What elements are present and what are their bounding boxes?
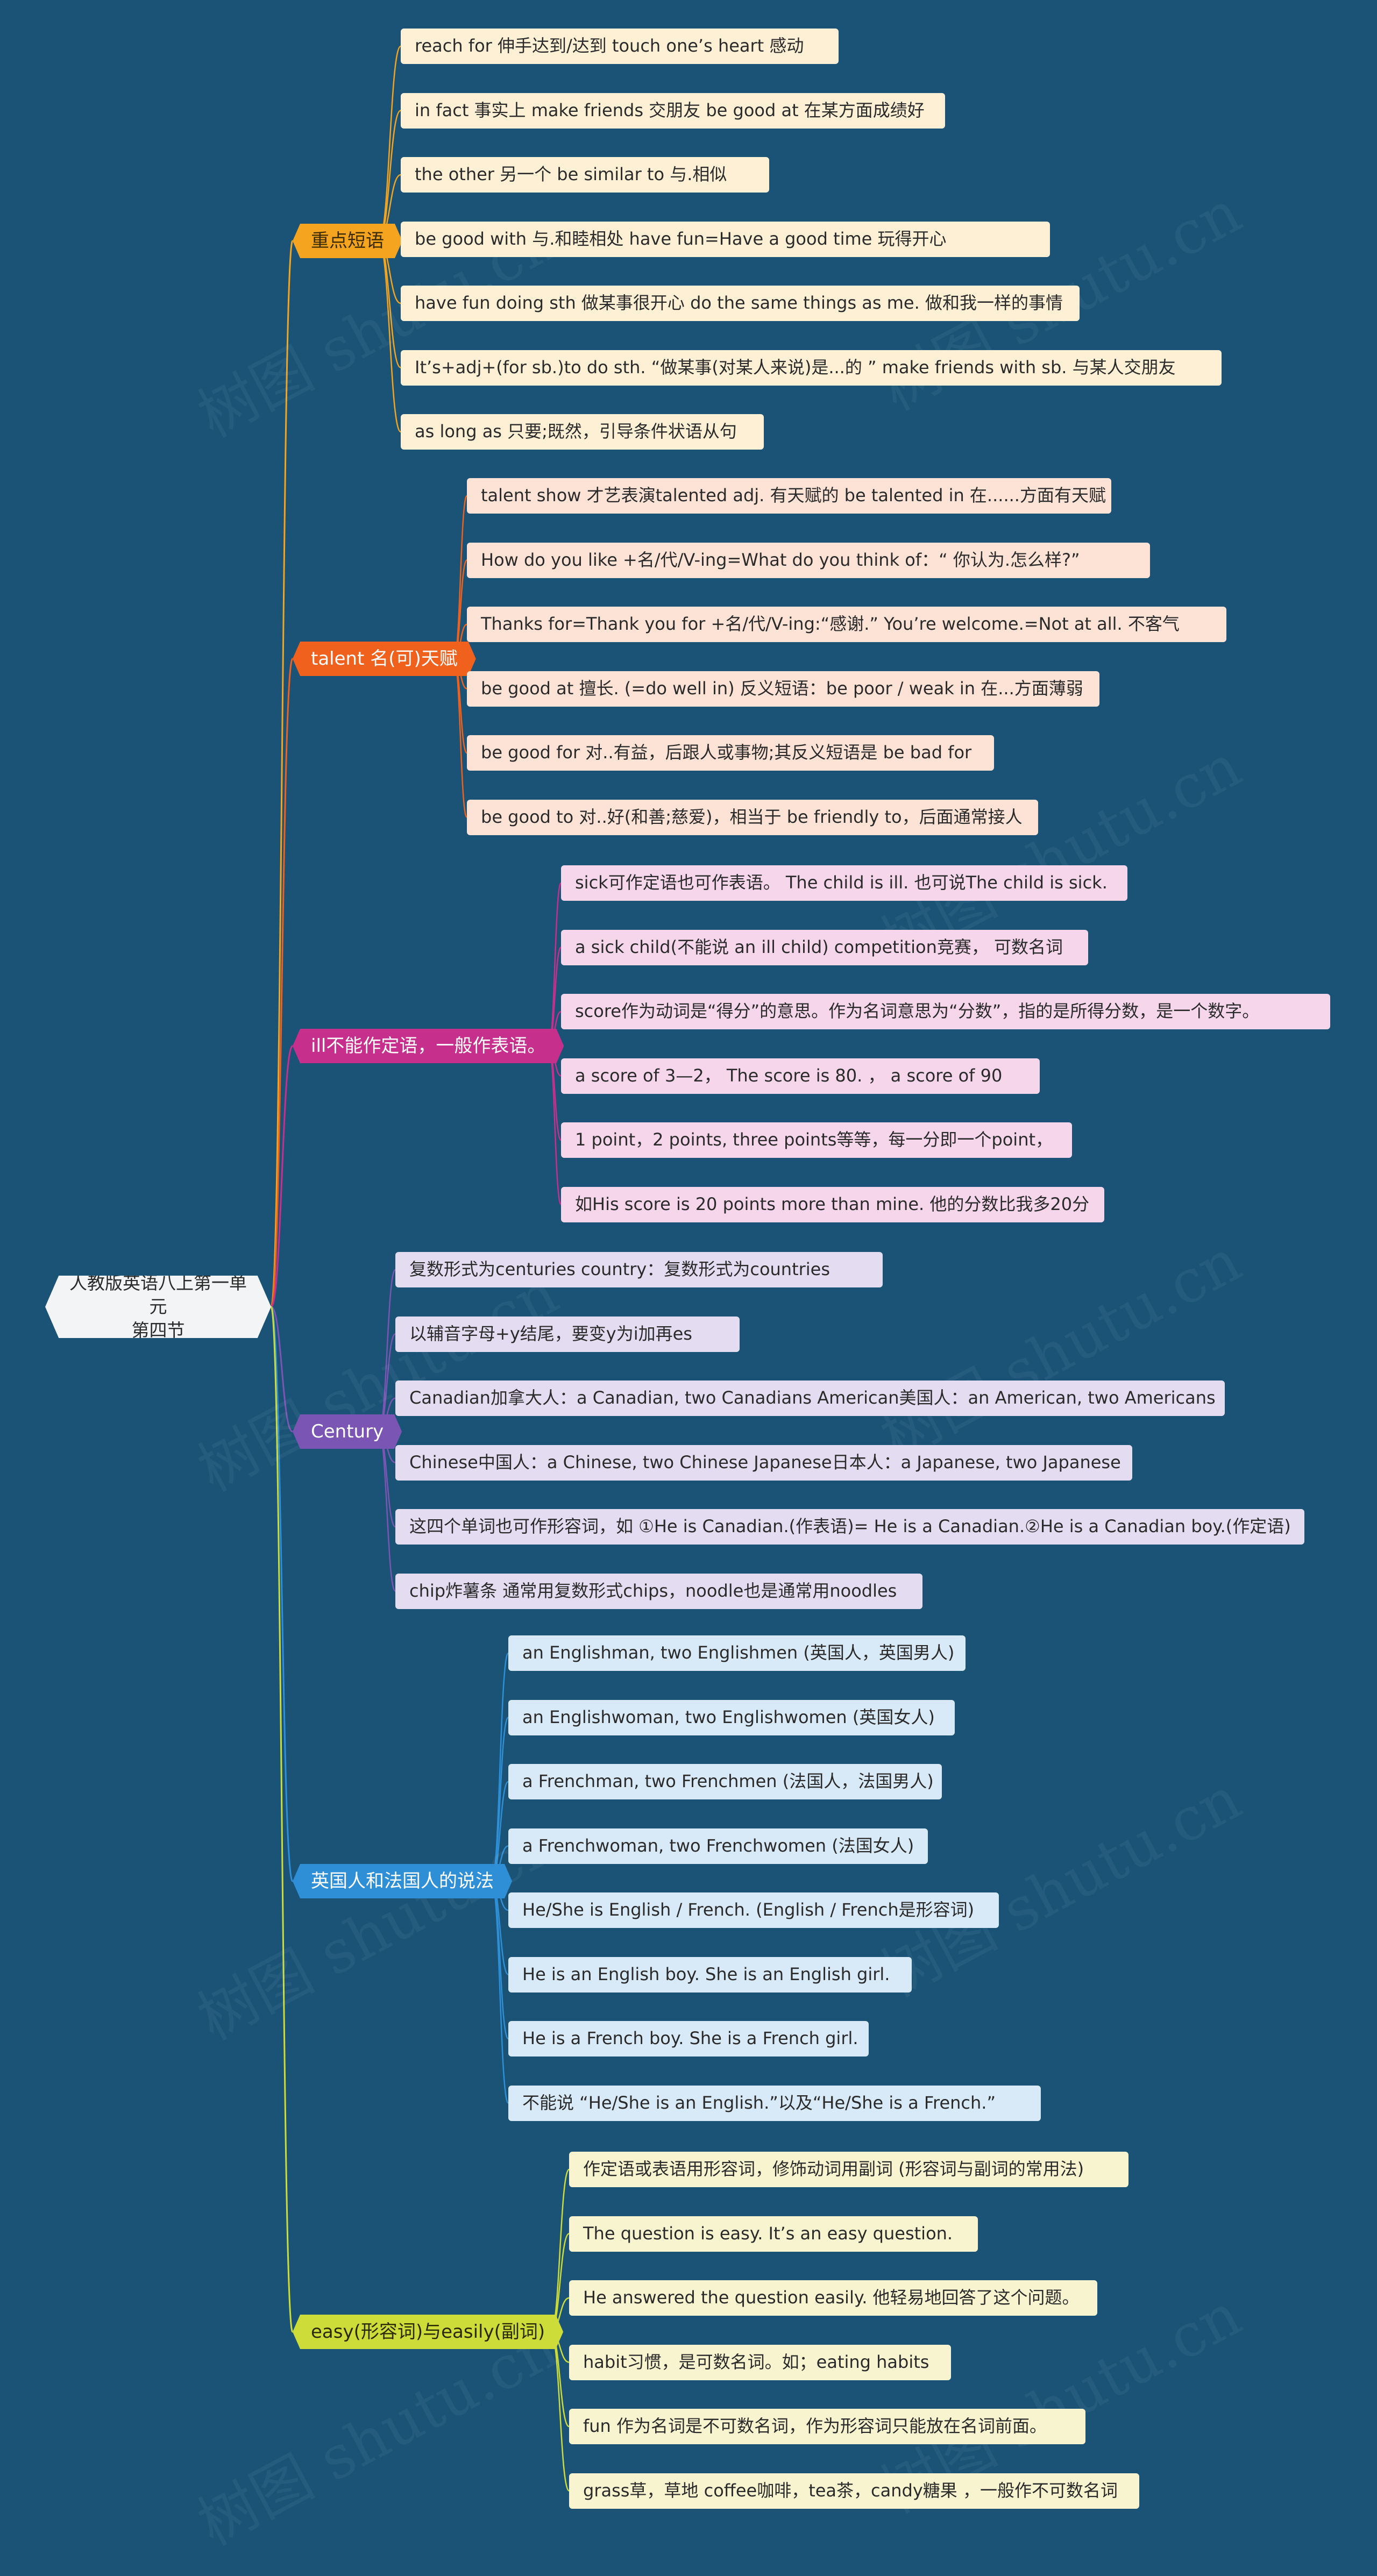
leaf-topic[interactable]: habit习惯，是可数名词。如；eating habits	[569, 2344, 951, 2380]
root-topic[interactable]: 人教版英语八上第一单元 第四节	[45, 1276, 271, 1338]
root-branch-link	[270, 240, 294, 1308]
branch-topic-1[interactable]: 重点短语	[293, 224, 402, 258]
leaf-topic[interactable]: an Englishwoman, two Englishwomen (英国女人)	[508, 1699, 955, 1735]
branch-leaf-link	[378, 110, 401, 242]
leaf-topic[interactable]: fun 作为名词是不可数名词，作为形容词只能放在名词前面。	[569, 2409, 1085, 2444]
branch-leaf-link	[550, 2168, 570, 2333]
leaf-topic[interactable]: talent show 才艺表演talented adj. 有天赋的 be ta…	[467, 478, 1111, 514]
leaf-topic[interactable]: have fun doing sth 做某事很开心 do the same th…	[401, 286, 1080, 321]
root-branch-link	[270, 1306, 294, 2333]
root-topic-line1: 人教版英语八上第一单元	[69, 1272, 247, 1317]
branch-leaf-link	[550, 2331, 570, 2492]
leaf-topic[interactable]: be good with 与.和睦相处 have fun=Have a good…	[401, 221, 1050, 257]
leaf-topic[interactable]: the other 另一个 be similar to 与.相似	[401, 157, 769, 193]
root-branch-link	[270, 1045, 294, 1308]
branch-leaf-link	[548, 882, 562, 1047]
leaf-topic[interactable]: a sick child(不能说 an ill child) competiti…	[561, 929, 1088, 965]
leaf-topic[interactable]: score作为动词是“得分”的意思。作为名词意思为“分数”，指的是所得分数，是一…	[561, 994, 1330, 1029]
branch-leaf-link	[378, 240, 401, 368]
root-branch-link	[271, 1306, 293, 1433]
branch-leaf-link	[548, 1045, 562, 1205]
branch-leaf-link	[491, 1717, 509, 1882]
leaf-topic[interactable]: chip炸薯条 通常用复数形式chips，noodle也是通常用noodles	[395, 1573, 922, 1609]
branch-leaf-link	[378, 1269, 396, 1433]
leaf-topic[interactable]: be good at 擅长. (=do well in) 反义短语：be poo…	[467, 671, 1099, 707]
leaf-topic[interactable]: He is an English boy. She is an English …	[508, 1956, 912, 1993]
branch-topic-6[interactable]: easy(形容词)与easily(副词)	[293, 2315, 563, 2349]
leaf-topic[interactable]: an Englishman, two Englishmen (英国人，英国男人)	[508, 1635, 966, 1671]
leaf-topic[interactable]: a Frenchwoman, two Frenchwomen (法国女人)	[508, 1828, 928, 1864]
leaf-topic[interactable]: 如His score is 20 points more than mine. …	[561, 1186, 1104, 1222]
branch-leaf-link	[491, 1880, 509, 2040]
branch-leaf-link	[491, 1880, 509, 2104]
branch-topic-2[interactable]: talent 名(可)天赋	[293, 642, 476, 676]
leaf-topic[interactable]: 以辅音字母+y结尾，要变y为i加再es	[395, 1316, 740, 1352]
leaf-topic[interactable]: a Frenchman, two Frenchmen (法国人，法国男人)	[508, 1764, 942, 1799]
leaf-topic[interactable]: How do you like +名/代/V-ing=What do you t…	[467, 542, 1150, 578]
leaf-topic[interactable]: be good for 对..有益，后跟人或事物;其反义短语是 be bad f…	[467, 735, 994, 771]
leaf-topic[interactable]: 这四个单词也可作形容词，如 ①He is Canadian.(作表语)= He …	[395, 1509, 1304, 1545]
leaf-topic[interactable]: in fact 事实上 make friends 交朋友 be good at …	[401, 92, 945, 129]
leaf-topic[interactable]: be good to 对..好(和善;慈爱)，相当于 be friendly t…	[467, 799, 1038, 835]
branch-topic-4[interactable]: Century	[293, 1414, 402, 1449]
branch-topic-3[interactable]: ill不能作定语，一般作表语。	[293, 1029, 564, 1063]
branch-leaf-link	[453, 658, 468, 818]
leaf-topic[interactable]: He answered the question easily. 他轻易地回答了…	[569, 2280, 1097, 2316]
leaf-topic[interactable]: He/She is English / French. (English / F…	[508, 1892, 999, 1928]
branch-topic-5[interactable]: 英国人和法国人的说法	[293, 1864, 512, 1898]
leaf-topic[interactable]: Canadian加拿大人：a Canadian, two Canadians A…	[395, 1380, 1225, 1416]
leaf-topic[interactable]: Chinese中国人：a Chinese, two Chinese Japane…	[395, 1444, 1132, 1481]
leaf-topic[interactable]: It’s+adj+(for sb.)to do sth. “做某事(对某人来说)…	[401, 350, 1222, 386]
root-branch-link	[270, 658, 294, 1308]
leaf-topic[interactable]: sick可作定语也可作表语。 The child is ill. 也可说The …	[561, 865, 1127, 901]
root-topic-line2: 第四节	[131, 1320, 185, 1341]
leaf-topic[interactable]: 不能说 “He/She is an English.”以及“He/She is …	[508, 2085, 1041, 2121]
leaf-topic[interactable]: The question is easy. It’s an easy quest…	[569, 2216, 978, 2252]
leaf-topic[interactable]: 1 point，2 points, three points等等，每一分即一个p…	[561, 1122, 1072, 1158]
branch-leaf-link	[378, 1431, 396, 1592]
leaf-topic[interactable]: He is a French boy. She is a French girl…	[508, 2021, 869, 2056]
leaf-topic[interactable]: as long as 只要;既然，引导条件状语从句	[401, 414, 764, 450]
leaf-topic[interactable]: grass草，草地 coffee咖啡，tea茶，candy糖果 ，一般作不可数名…	[569, 2473, 1139, 2509]
leaf-topic[interactable]: 作定语或表语用形容词，修饰动词用副词 (形容词与副词的常用法)	[569, 2152, 1128, 2187]
leaf-topic[interactable]: Thanks for=Thank you for +名/代/V-ing:“感谢.…	[467, 607, 1226, 642]
leaf-topic[interactable]: 复数形式为centuries country：复数形式为countries	[395, 1252, 883, 1287]
root-branch-link	[270, 1306, 294, 1882]
branch-leaf-link	[453, 495, 468, 660]
leaf-topic[interactable]: a score of 3—2， The score is 80. ， a sco…	[561, 1058, 1040, 1094]
leaf-topic[interactable]: reach for 伸手达到/达到 touch one’s heart 感动	[401, 29, 839, 64]
